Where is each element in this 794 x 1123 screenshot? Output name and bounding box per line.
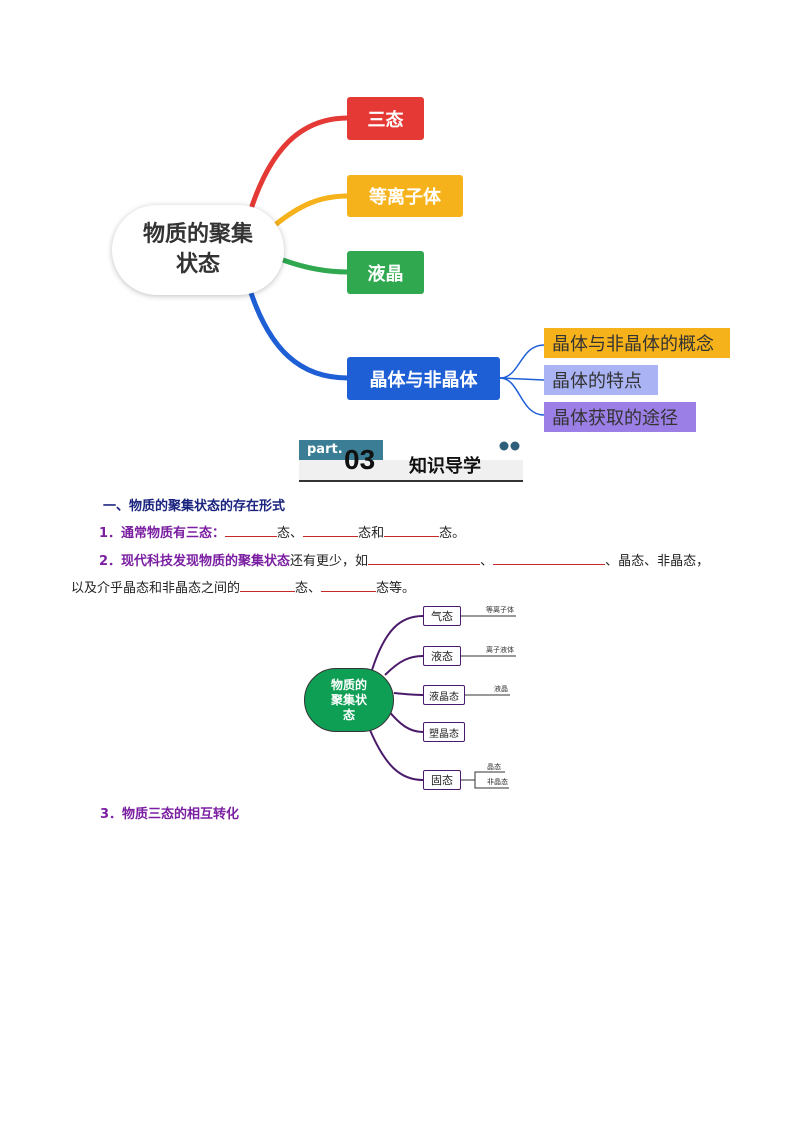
mindmap1-center: 物质的聚集状态 [112, 205, 284, 295]
item1-line: 1．通常物质有三态：态、态和态。 [99, 526, 466, 541]
leaf-crystal-concept: 晶体与非晶体的概念 [544, 328, 730, 358]
note-amorphous: 非晶态 [487, 778, 508, 786]
mindmap2-center: 物质的聚集状态 [304, 668, 394, 732]
node-gas: 气态 [423, 606, 461, 626]
note-lc: 液晶 [494, 685, 508, 693]
item3-heading: 3．物质三态的相互转化 [100, 807, 240, 822]
mindmap1-connectors [247, 115, 545, 416]
branch-crystal: 晶体与非晶体 [347, 357, 500, 400]
leaf-crystal-methods: 晶体获取的途径 [544, 402, 696, 432]
node-solid: 固态 [423, 770, 461, 790]
mindmap2-connectors [369, 615, 516, 789]
badge-title: 知识导学 [409, 456, 481, 477]
badge-number: 03 [344, 444, 376, 475]
leaf-crystal-features: 晶体的特点 [544, 365, 658, 395]
badge-part-label: part. [299, 440, 383, 460]
note-crystalline: 晶态 [487, 763, 501, 771]
branch-liquid-crystal: 液晶 [347, 251, 424, 294]
item2-line1: 2．现代科技发现物质的聚集状态还有更少，如、、晶态、非晶态， [99, 554, 710, 569]
node-liquid: 液态 [423, 646, 461, 666]
branch-plasma: 等离子体 [347, 175, 463, 217]
note-plasma: 等离子体 [486, 606, 514, 614]
section-heading: 一、物质的聚集状态的存在形式 [103, 499, 286, 514]
item2-line2: 以及介乎晶态和非晶态之间的态、态等。 [71, 581, 416, 596]
node-liquid-crystal: 液晶态 [423, 685, 465, 705]
branch-three-states: 三态 [347, 97, 424, 140]
note-ionic-liquid: 离子液体 [486, 646, 514, 654]
node-plastic-crystal: 塑晶态 [423, 722, 465, 742]
globe-icon [499, 441, 520, 451]
section-header-badge: part. 03 知识导学 [299, 440, 523, 482]
